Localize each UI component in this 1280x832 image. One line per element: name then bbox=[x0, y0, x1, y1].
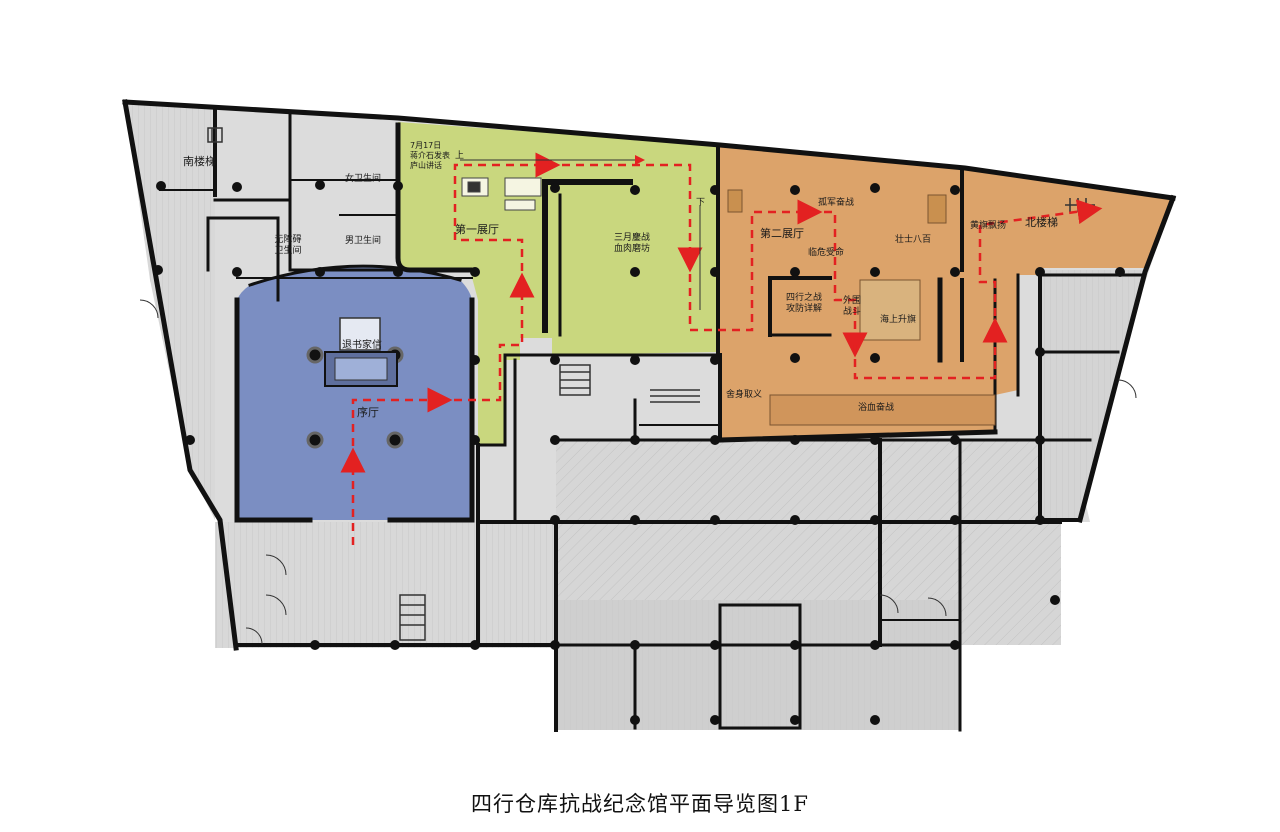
south-stair-label: 南楼梯 bbox=[183, 154, 216, 168]
hall1-label: 第一展厅 bbox=[455, 222, 499, 236]
hall1-cases bbox=[461, 177, 542, 211]
male-wc-label: 男卫生间 bbox=[345, 234, 381, 246]
hall2-area bbox=[718, 145, 1173, 438]
hall1-area bbox=[398, 122, 718, 445]
sihang-defense-label: 四行之战攻防详解 bbox=[786, 291, 822, 314]
door-icon bbox=[139, 299, 1137, 645]
peace-label: 浴血奋战 bbox=[858, 401, 894, 413]
down-mark: 下 bbox=[696, 198, 705, 208]
yellow-flag-label: 黄旗飘扬 bbox=[970, 219, 1006, 231]
lobby-area bbox=[237, 266, 472, 520]
route-arrow-icon bbox=[340, 152, 1103, 545]
rescue-label: 舍身取义 bbox=[726, 388, 762, 400]
hall2-cases bbox=[727, 189, 996, 426]
last-letter-label: 退书家信 bbox=[342, 338, 382, 351]
eight-hundred-label: 壮士八百 bbox=[895, 233, 931, 245]
columns bbox=[153, 180, 1125, 725]
route-direction-line bbox=[460, 155, 701, 310]
room-labels: 南楼梯 女卫生间 男卫生间 无障碍卫生间 序厅 退书家信 第一展厅 7月17日蒋… bbox=[183, 141, 1058, 419]
map-caption: 四行仓库抗战纪念馆平面导览图1F bbox=[471, 792, 809, 816]
female-wc-label: 女卫生间 bbox=[345, 172, 381, 184]
lone-army-label: 孤军奋战 bbox=[818, 196, 854, 208]
last-stand-label: 临危受命 bbox=[808, 246, 844, 258]
outside-battle-label: 外围战斗 bbox=[843, 294, 861, 317]
flag-label: 海上升旗 bbox=[880, 313, 916, 325]
up-mark: 上 bbox=[455, 150, 464, 161]
lobby-label: 序厅 bbox=[357, 405, 379, 419]
jul7-note-label: 7月17日蒋介石发表庐山讲话 bbox=[410, 141, 450, 170]
north-stair-label: 北楼梯 bbox=[1025, 215, 1058, 229]
lobby-monument bbox=[324, 317, 398, 387]
songhu-battle-label: 三月鏖战血肉磨坊 bbox=[614, 231, 650, 254]
accessible-wc-label: 无障碍卫生间 bbox=[274, 233, 301, 256]
hall2-label: 第二展厅 bbox=[760, 226, 804, 240]
